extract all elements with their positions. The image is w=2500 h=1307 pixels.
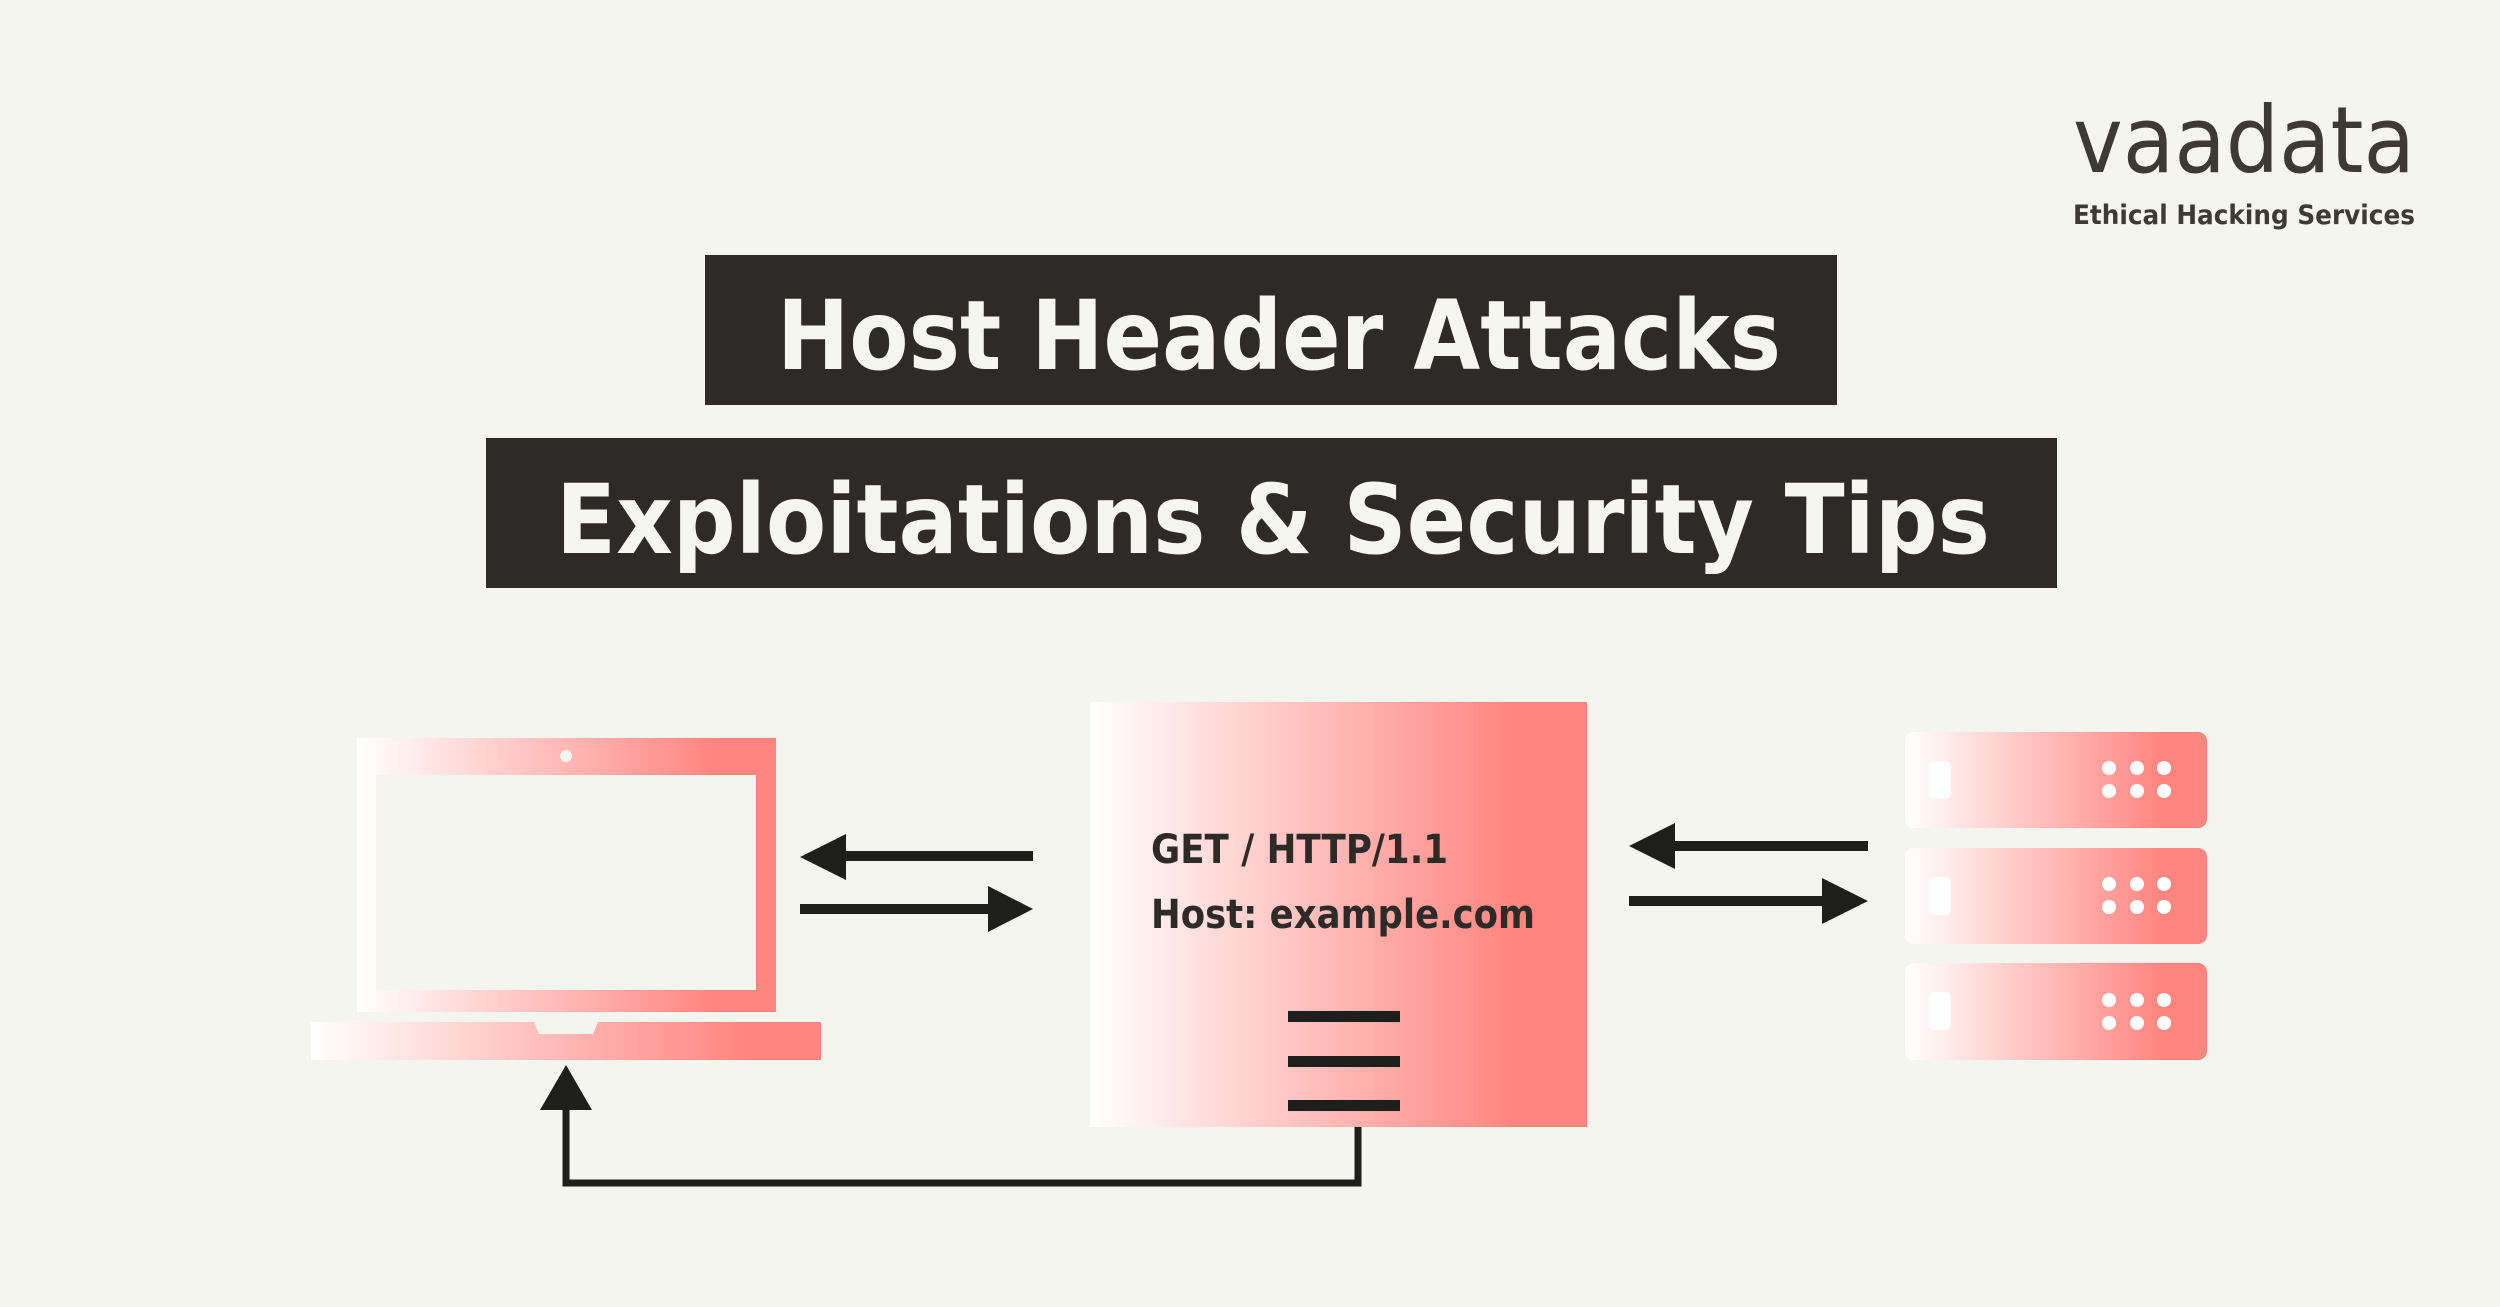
document-icon xyxy=(1288,1011,1400,1111)
request-line: GET / HTTP/1.1 xyxy=(1151,827,1448,873)
host-header-line: Host: example.com xyxy=(1151,892,1535,938)
server-unit xyxy=(1905,732,2207,828)
logo-wordmark: vaadata xyxy=(2073,87,2415,194)
arrow-response-to-client xyxy=(800,834,1033,880)
vaadata-logo: vaadata Ethical Hacking Services xyxy=(2073,87,2415,231)
title-block-2: Exploitations & Security Tips xyxy=(486,438,2057,588)
logo-tagline: Ethical Hacking Services xyxy=(2073,200,2415,231)
arrow-redirect-to-client xyxy=(540,1065,1362,1187)
arrow-request-to-server xyxy=(1629,878,1868,924)
server-stack-icon xyxy=(1905,732,2207,1060)
laptop-icon xyxy=(311,738,821,1060)
page-subtitle: Exploitations & Security Tips xyxy=(556,464,1990,576)
title-block-1: Host Header Attacks xyxy=(705,255,1837,405)
arrow-request-from-client xyxy=(800,886,1033,932)
server-unit xyxy=(1905,848,2207,944)
server-unit xyxy=(1905,963,2207,1060)
page-title: Host Header Attacks xyxy=(777,280,1781,392)
http-request-card: GET / HTTP/1.1 Host: example.com xyxy=(1090,702,1587,1127)
arrow-response-from-server xyxy=(1629,823,1868,869)
